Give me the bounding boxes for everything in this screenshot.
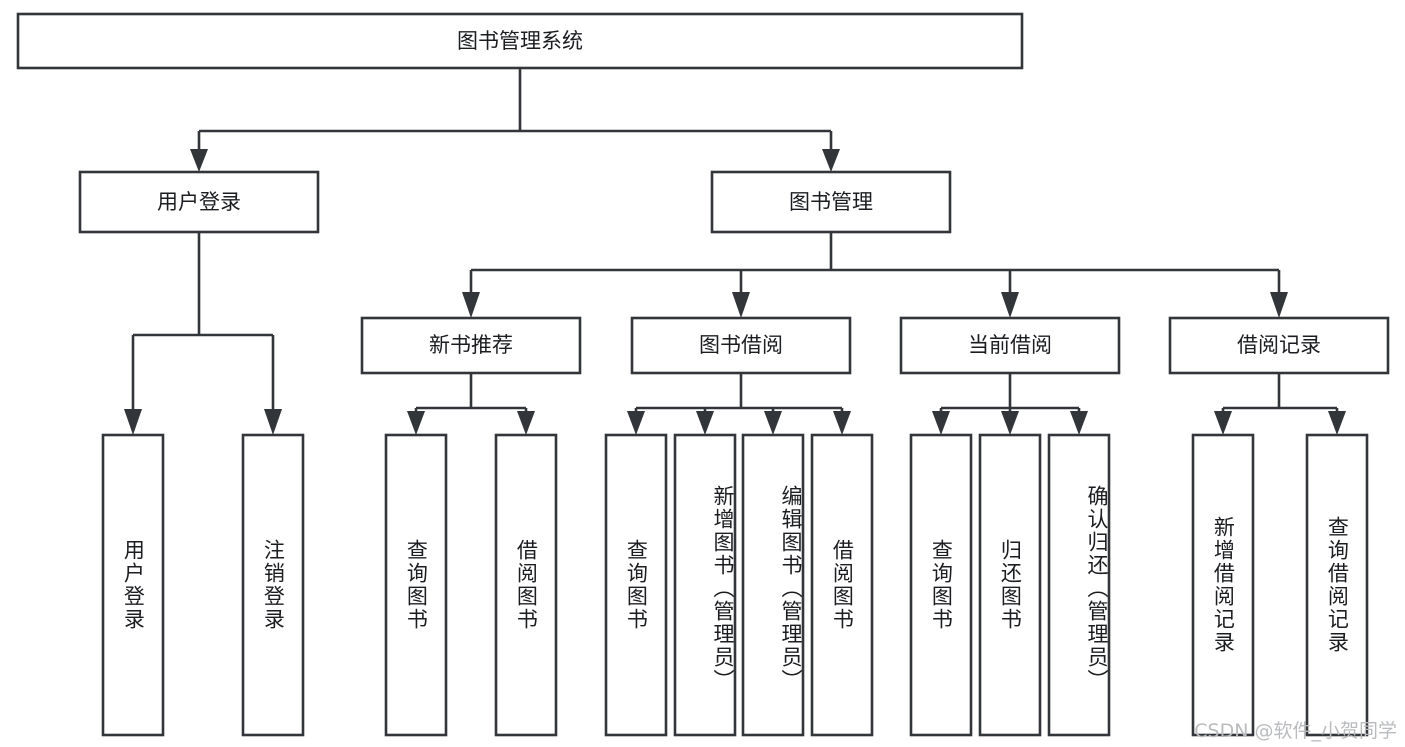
node-root[interactable]: 图书管理系统 — [16, 12, 1024, 70]
leaf-box-borrow-book-1[interactable] — [494, 433, 558, 737]
node-book-borrow[interactable]: 图书借阅 — [630, 316, 852, 375]
leaf-box-confirm-return[interactable] — [1047, 433, 1111, 737]
node-user-login[interactable]: 用户登录 — [78, 170, 320, 234]
node-book-management-label: 图书管理 — [789, 190, 873, 214]
arrow-to-leaf-return-book — [1001, 411, 1019, 435]
leaf-box-add-book[interactable] — [673, 433, 737, 737]
node-new-book-recommend-box[interactable] — [360, 316, 582, 375]
node-book-management[interactable]: 图书管理 — [710, 170, 952, 234]
node-user-login-box[interactable] — [78, 170, 320, 234]
arrow-to-book-management — [822, 149, 840, 172]
leaf-box-query-book-1[interactable] — [384, 433, 448, 737]
node-new-book-recommend[interactable]: 新书推荐 — [360, 316, 582, 375]
leaf-box-query-book-3[interactable] — [909, 433, 973, 737]
leaf-box-borrow-book-2[interactable] — [810, 433, 874, 737]
leaf-box-user-login[interactable] — [101, 433, 165, 737]
leaf-box-layer — [101, 433, 1369, 737]
node-new-book-recommend-label: 新书推荐 — [429, 333, 513, 357]
node-borrow-record-box[interactable] — [1168, 316, 1390, 375]
arrow-to-leaf-add-record — [1214, 411, 1232, 435]
leaf-box-edit-book[interactable] — [741, 433, 805, 737]
node-borrow-record-label: 借阅记录 — [1237, 333, 1321, 357]
arrow-to-current-borrow — [1001, 292, 1019, 318]
node-book-borrow-box[interactable] — [630, 316, 852, 375]
arrow-to-book-borrow — [732, 292, 750, 318]
arrow-to-borrow-record — [1270, 292, 1288, 318]
node-book-management-box[interactable] — [710, 170, 952, 234]
arrow-to-leaf-query-record — [1328, 411, 1346, 435]
watermark-text: CSDN @软件_小贺同学 — [1194, 720, 1397, 742]
arrow-to-leaf-borrow-book-2 — [833, 411, 851, 435]
node-user-login-label: 用户登录 — [157, 190, 241, 214]
leaf-box-add-record[interactable] — [1191, 433, 1255, 737]
node-root-label: 图书管理系统 — [457, 29, 583, 53]
node-root-box[interactable] — [16, 12, 1024, 70]
arrow-to-user-login — [190, 149, 208, 172]
arrow-to-leaf-query-book-1 — [407, 411, 425, 435]
arrow-to-leaf-query-book-2 — [627, 411, 645, 435]
node-current-borrow-label: 当前借阅 — [968, 333, 1052, 357]
node-current-borrow[interactable]: 当前借阅 — [899, 316, 1121, 375]
node-borrow-record[interactable]: 借阅记录 — [1168, 316, 1390, 375]
arrow-to-leaf-edit-book — [764, 411, 782, 435]
leaf-box-query-book-2[interactable] — [604, 433, 668, 737]
arrow-to-leaf-confirm-return — [1070, 411, 1088, 435]
leaf-box-query-record[interactable] — [1305, 433, 1369, 737]
arrow-to-leaf-logout-login — [264, 409, 282, 435]
arrow-to-leaf-user-login — [124, 409, 142, 435]
arrow-to-leaf-add-book — [696, 411, 714, 435]
arrow-to-new-book-recommend — [462, 292, 480, 318]
arrow-to-leaf-query-book-3 — [932, 411, 950, 435]
arrow-to-leaf-borrow-book-1 — [517, 411, 535, 435]
leaf-box-logout-login[interactable] — [241, 433, 305, 737]
node-book-borrow-label: 图书借阅 — [699, 333, 783, 357]
leaf-box-return-book[interactable] — [978, 433, 1042, 737]
connector-layer — [124, 68, 1346, 435]
node-current-borrow-box[interactable] — [899, 316, 1121, 375]
